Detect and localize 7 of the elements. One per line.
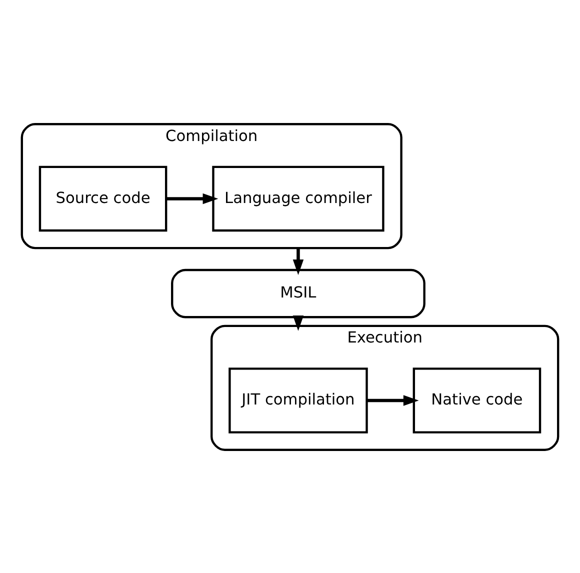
node-box: Language compiler — [212, 165, 384, 232]
node-box: Native code — [412, 367, 542, 433]
arrow — [292, 248, 304, 274]
arrow — [367, 394, 419, 406]
node-box: Source code — [38, 165, 168, 232]
node-box: JIT compilation — [228, 367, 368, 433]
arrow — [166, 192, 218, 204]
